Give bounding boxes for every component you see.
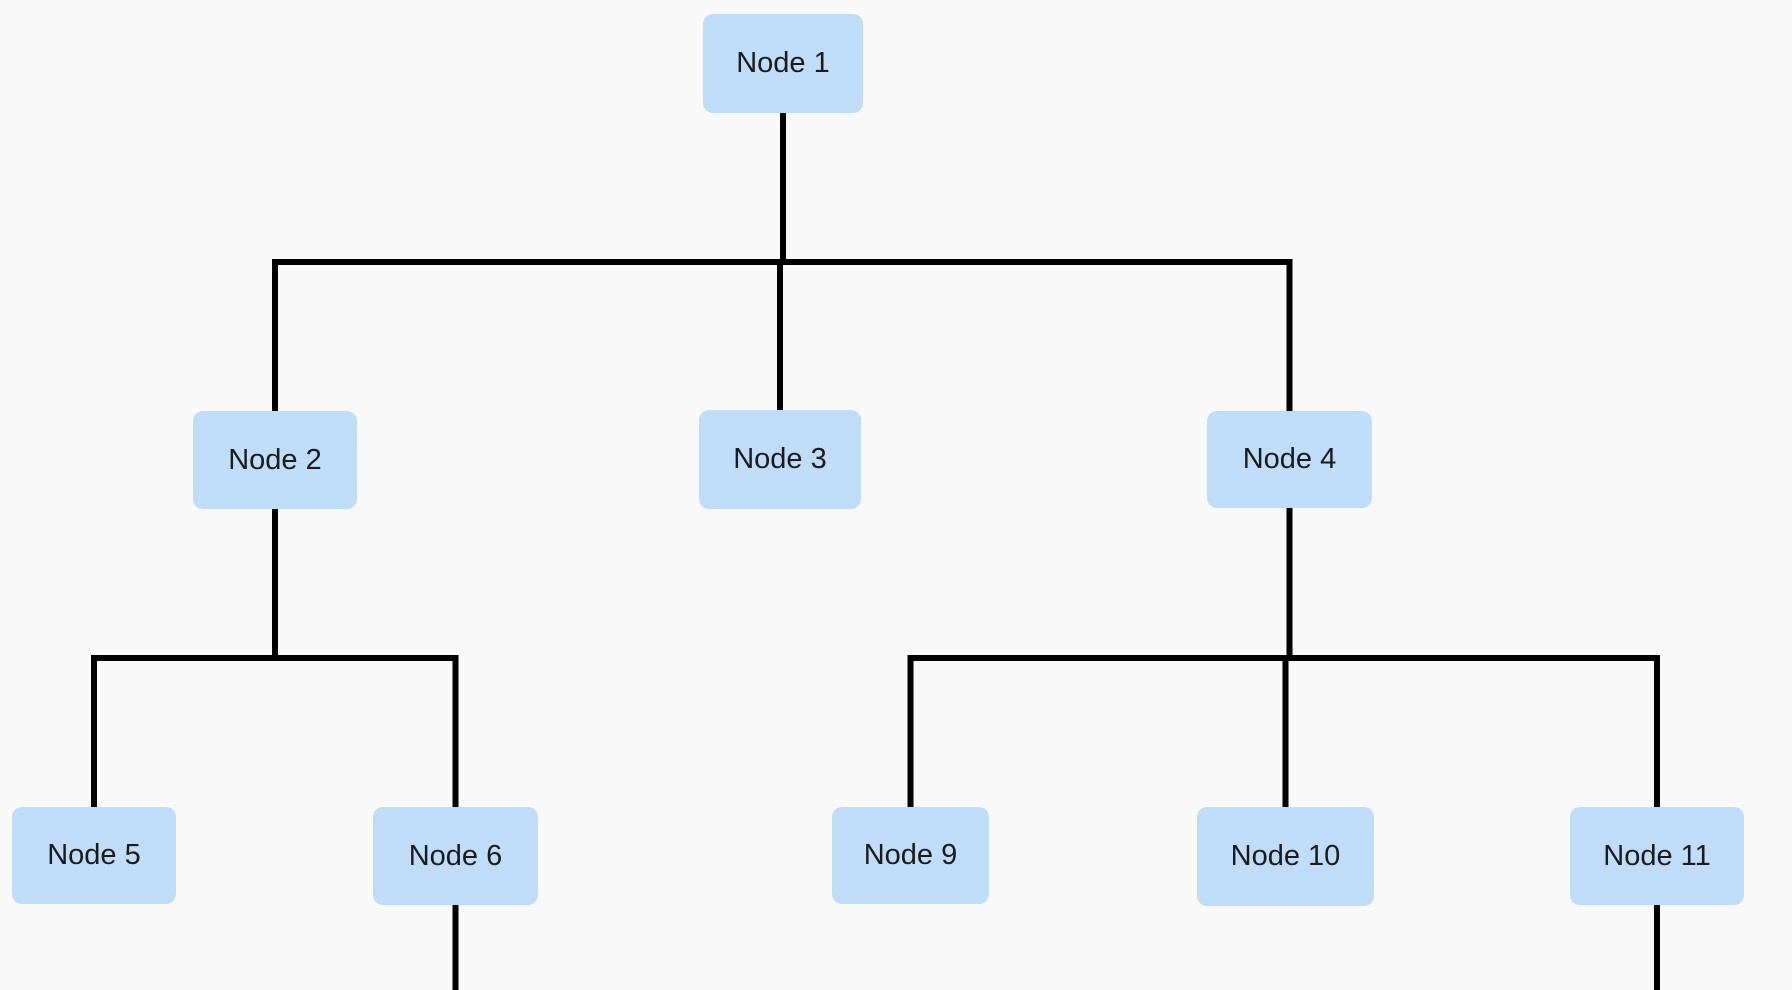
tree-node-n2[interactable]: Node 2 — [193, 411, 357, 509]
tree-node-label: Node 4 — [1242, 443, 1337, 475]
tree-node-n9[interactable]: Node 9 — [832, 807, 989, 904]
tree-node-label: Node 5 — [47, 839, 141, 871]
tree-node-label: Node 2 — [228, 443, 322, 476]
tree-node-n6[interactable]: Node 6 — [373, 807, 538, 905]
tree-node-label: Node 11 — [1603, 839, 1711, 872]
tree-node-n4[interactable]: Node 4 — [1207, 411, 1372, 508]
tree-node-label: Node 1 — [736, 47, 830, 79]
tree-node-label: Node 9 — [863, 839, 958, 871]
tree-node-label: Node 6 — [408, 839, 503, 872]
tree-node-n10[interactable]: Node 10 — [1197, 807, 1374, 906]
tree-node-n11[interactable]: Node 11 — [1570, 807, 1744, 905]
tree-node-label: Node 10 — [1230, 840, 1341, 872]
tree-node-n3[interactable]: Node 3 — [699, 410, 861, 509]
tree-node-n1[interactable]: Node 1 — [703, 14, 863, 113]
tree-node-label: Node 3 — [733, 443, 827, 475]
tree-node-n5[interactable]: Node 5 — [12, 807, 176, 904]
